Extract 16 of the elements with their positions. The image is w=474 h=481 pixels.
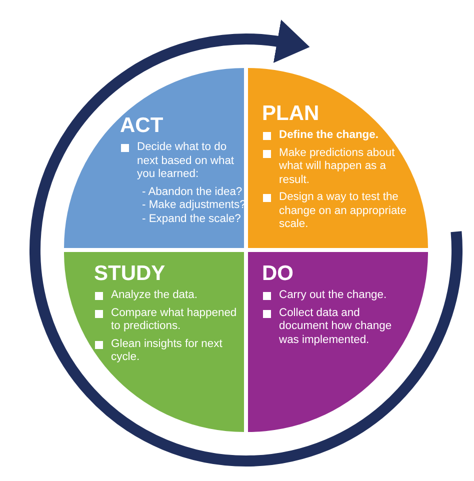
sub-item: - Expand the scale?: [141, 212, 241, 226]
quadrant-heading: PLAN: [262, 102, 320, 126]
quadrant-heading: STUDY: [94, 262, 166, 286]
bullet-item: Glean insights for next cycle.: [94, 338, 241, 364]
bullet-item: Collect data and document how change was implemented.: [262, 306, 409, 347]
bullet-item: Define the change.: [262, 129, 409, 142]
quadrant-heading: DO: [262, 262, 294, 286]
bullet-item: Decide what to do next based on what you learned:: [120, 141, 249, 182]
bullet-item: Compare what happened to predictions.: [94, 306, 241, 334]
bullet-item: Make predictions about what will happen as a result.: [262, 146, 409, 187]
bullet-item: Design a way to test the change on an appropriate scale.: [262, 191, 409, 232]
sub-item: - Make adjustments?: [141, 199, 246, 212]
quadrant-heading: ACT: [120, 114, 164, 138]
bullet-item: Carry out the change.: [262, 289, 409, 302]
sub-item: - Abandon the idea?: [141, 186, 242, 199]
bullet-item: Analyze the data.: [94, 289, 241, 302]
